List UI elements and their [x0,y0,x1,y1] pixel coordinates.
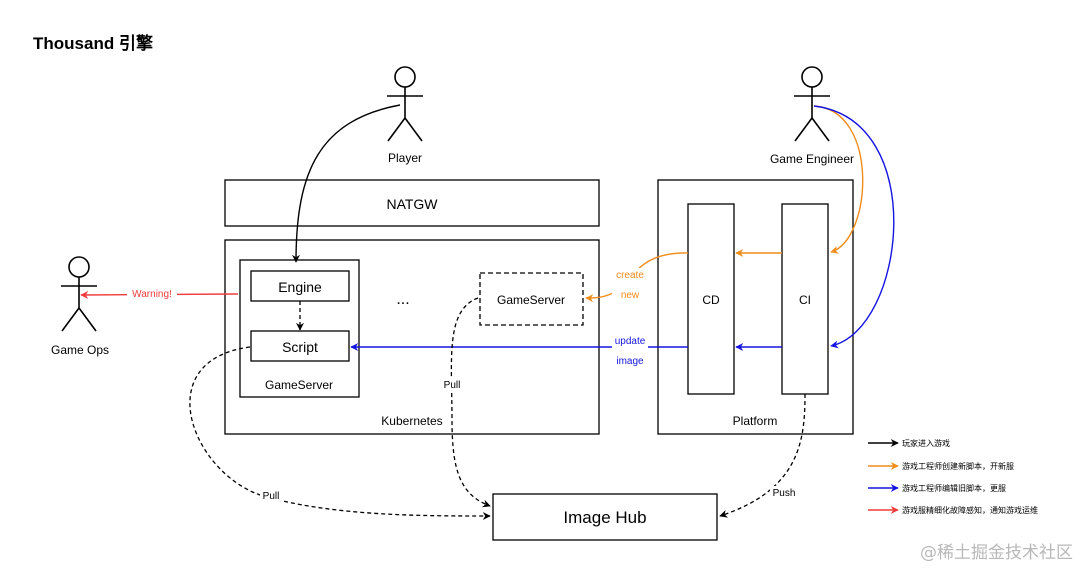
legend-label: 游戏工程师创建新脚本，开新服 [902,461,1014,471]
legend-label: 玩家进入游戏 [902,438,950,448]
gameserver-new-label: GameServer [497,293,565,307]
ci-label: CI [799,293,811,307]
update-label: update [615,336,646,347]
natgw-label: NATGW [386,196,438,212]
game-engineer-label: Game Engineer [770,152,854,166]
legend: 玩家进入游戏 游戏工程师创建新脚本，开新服 游戏工程师编辑旧脚本，更服 游戏服精… [868,438,1038,515]
diagram-title: Thousand 引擎 [33,33,154,53]
new-label: new [621,290,640,301]
platform-label: Platform [733,414,778,428]
player-label: Player [388,151,422,165]
game-ops-label: Game Ops [51,343,109,357]
player-to-engine-arrow [292,104,401,263]
pull-left-label: Pull [263,491,280,502]
ellipsis-label: ... [396,291,409,308]
game-ops-actor-icon [61,256,97,332]
warning-label: Warning! [132,289,172,300]
natgw-box [224,179,600,227]
gameserver-new-box [479,272,584,326]
update-label-bg [612,334,648,366]
image-hub-box [492,493,718,541]
gameserver-new-to-imagehub-pull-arrow [450,297,491,508]
pull-mid-label: Pull [444,380,461,391]
ci-to-imagehub-push-arrow [719,393,806,518]
create-label-bg [612,268,648,298]
legend-label: 游戏服精细化故障感知，通知游戏运维 [902,505,1038,515]
script-label: Script [282,339,318,355]
kubernetes-label: Kubernetes [381,414,442,428]
player-actor-icon [387,66,423,142]
engineer-to-ci-orange-arrow [813,105,864,254]
watermark: @稀土掘金技术社区 [920,543,1073,563]
image-hub-label: Image Hub [563,508,646,527]
warning-label-bg [127,286,177,300]
legend-label: 游戏工程师编辑旧脚本，更服 [902,483,1006,493]
push-label-bg [770,486,798,498]
cd-label: CD [702,293,720,307]
script-box [250,330,350,362]
engineer-to-ci-blue-arrow [813,105,895,349]
cd-box [687,203,735,395]
game-engineer-actor-icon [794,66,830,142]
image-label: image [616,356,644,367]
pull-mid-label-bg [440,378,464,390]
gameserver-main-label: GameServer [265,378,333,392]
pull-left-label-bg [260,489,282,501]
engine-label: Engine [278,279,322,295]
script-to-imagehub-pull-arrow [189,346,491,520]
push-label: Push [773,488,796,499]
create-label: create [616,270,644,281]
